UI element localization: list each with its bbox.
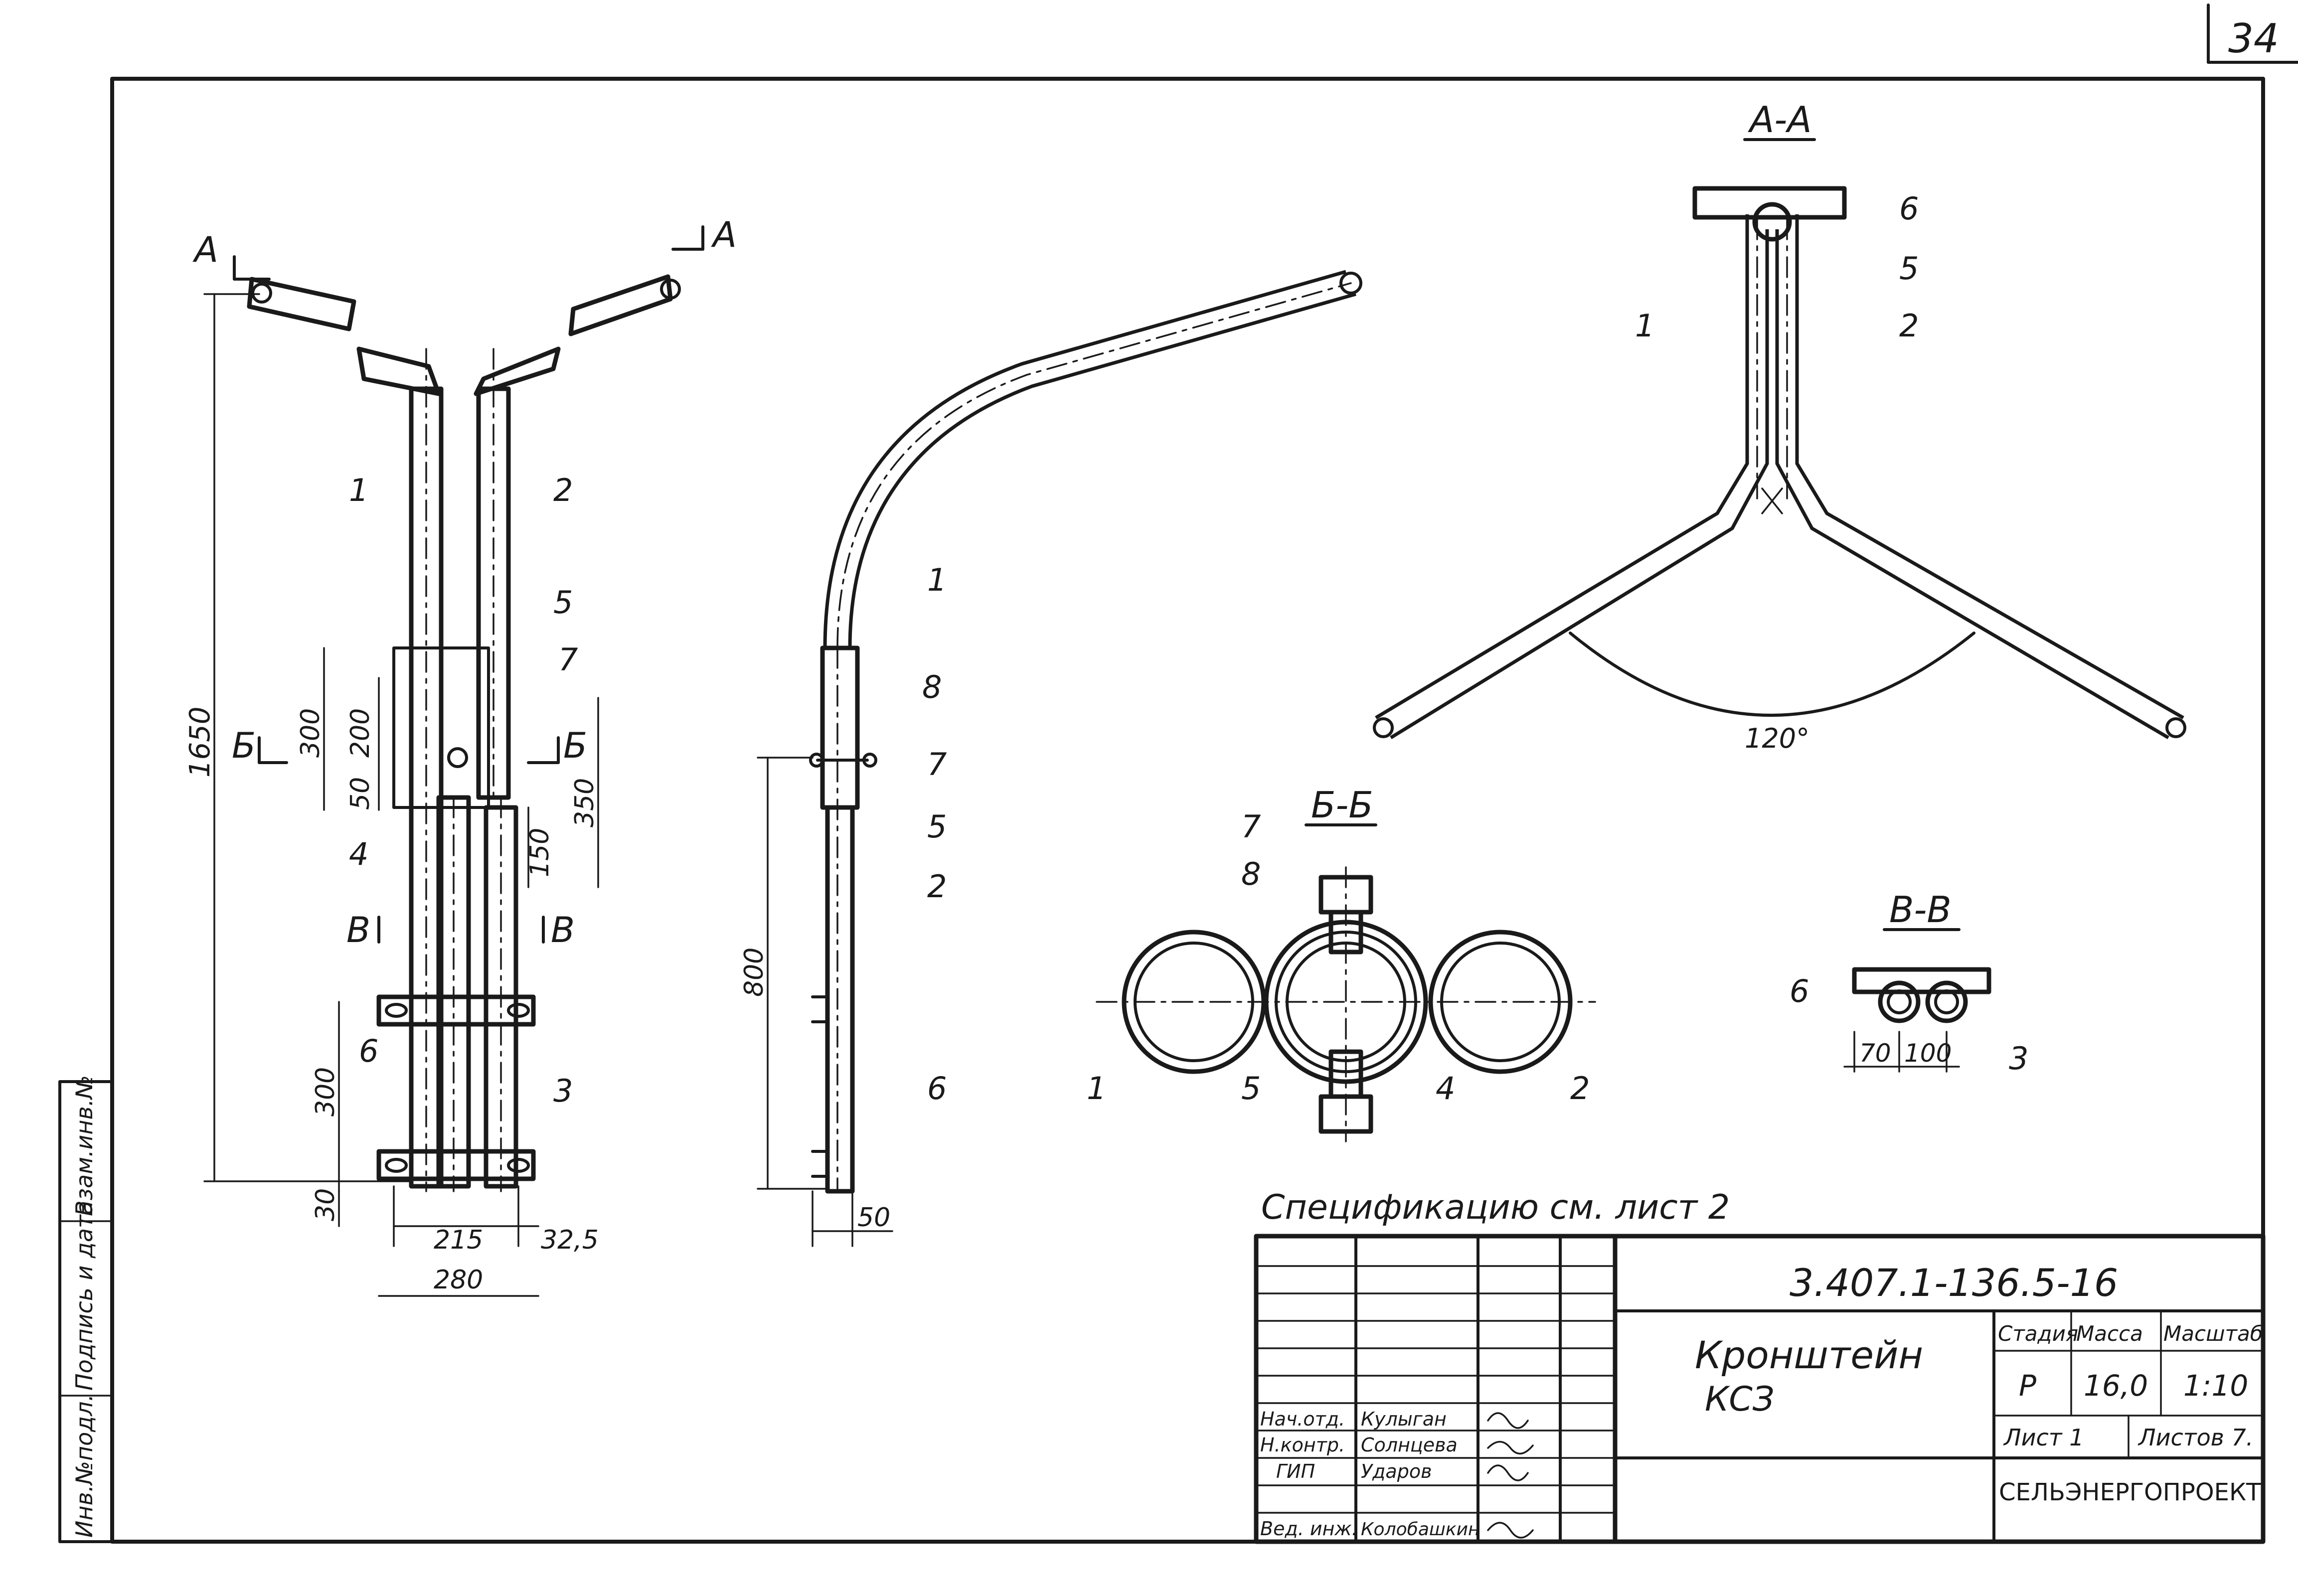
cut-v-right-label: В bbox=[551, 910, 575, 951]
aa-part-5: 5 bbox=[1899, 250, 1919, 287]
side-part-2: 2 bbox=[927, 868, 947, 905]
role-name-2: Ударов bbox=[1361, 1460, 1432, 1482]
cut-a-right-label: А bbox=[711, 214, 737, 255]
role-0: Нач.отд. bbox=[1260, 1408, 1345, 1430]
header-stage: Стадия bbox=[1998, 1321, 2078, 1346]
value-scale: 1:10 bbox=[2183, 1369, 2248, 1403]
section-bb-title: Б-Б bbox=[1311, 784, 1373, 826]
page-number: 34 bbox=[2228, 15, 2279, 62]
front-pipes bbox=[392, 348, 518, 1192]
item-name-line1: Кронштейн bbox=[1695, 1333, 1923, 1377]
signatures bbox=[1487, 1412, 1534, 1539]
cut-b-left-label: Б bbox=[232, 725, 256, 766]
role-1: Н.контр. bbox=[1260, 1434, 1345, 1456]
dim-32-5: 32,5 bbox=[541, 1225, 599, 1255]
title-block: 3.407.1-136.5-16 Кронштейн КСЗ Стадия Ма… bbox=[1254, 1234, 2266, 1544]
front-dimensions bbox=[203, 293, 599, 1297]
organization: СЕЛЬЭНЕРГОПРОЕКТ bbox=[1999, 1478, 2261, 1506]
header-mass: Масса bbox=[2076, 1321, 2143, 1346]
role-2: ГИП bbox=[1276, 1460, 1315, 1482]
section-aa-title: А-А bbox=[1748, 99, 1812, 141]
front-part-6: 6 bbox=[359, 1033, 378, 1069]
section-vv-title: В-В bbox=[1889, 889, 1952, 931]
side-dim-50: 50 bbox=[857, 1203, 890, 1233]
front-plates bbox=[376, 994, 536, 1181]
front-part-2: 2 bbox=[553, 472, 573, 508]
aa-part-6: 6 bbox=[1899, 190, 1919, 227]
dim-30: 30 bbox=[311, 1188, 340, 1221]
bb-part-8: 8 bbox=[1241, 856, 1261, 892]
section-bb: Б-Б 7 8 1 5 4 2 bbox=[1087, 784, 1596, 1142]
dim-300a: 300 bbox=[296, 708, 326, 758]
aa-part-2: 2 bbox=[1899, 308, 1919, 344]
front-view: А А Б Б В В 1 2 5 7 4 6 3 1650 300 200 5… bbox=[184, 214, 737, 1297]
drawing-code: 3.407.1-136.5-16 bbox=[1790, 1261, 2118, 1305]
side-stamp-inv: Инв.№подл. bbox=[71, 1394, 98, 1538]
role-name-1: Солнцева bbox=[1361, 1434, 1458, 1456]
side-part-1: 1 bbox=[927, 562, 947, 598]
cut-a-left-label: А bbox=[192, 229, 218, 270]
value-mass: 16,0 bbox=[2084, 1369, 2148, 1403]
vv-dim-100: 100 bbox=[1904, 1039, 1952, 1068]
side-part-7: 7 bbox=[927, 746, 947, 783]
value-stage: Р bbox=[2019, 1369, 2036, 1403]
dim-200: 200 bbox=[345, 708, 375, 758]
spec-note: Спецификацию см. лист 2 bbox=[1261, 1188, 1730, 1227]
side-stamp-vzam: Взам.инв.№ bbox=[71, 1075, 98, 1216]
front-upper-arms bbox=[247, 274, 681, 396]
vv-part-3: 3 bbox=[2009, 1040, 2028, 1077]
sheet-frame bbox=[110, 3, 2298, 1544]
section-vv: В-В 6 3 70 100 bbox=[1790, 889, 2028, 1077]
bb-part-4: 4 bbox=[1436, 1070, 1455, 1107]
role-3: Вед. инж. bbox=[1260, 1518, 1358, 1540]
side-part-8: 8 bbox=[922, 669, 942, 705]
side-view: 1 8 7 5 2 6 800 50 bbox=[739, 270, 1362, 1247]
cut-v-left-label: В bbox=[346, 910, 370, 951]
bb-part-5: 5 bbox=[1241, 1070, 1261, 1107]
side-dim-800: 800 bbox=[739, 948, 769, 997]
front-part-5: 5 bbox=[553, 584, 573, 621]
dim-1650: 1650 bbox=[184, 706, 216, 778]
item-name-line2: КСЗ bbox=[1705, 1380, 1774, 1419]
vv-dim-70: 70 bbox=[1859, 1039, 1891, 1068]
cut-b-right-label: Б bbox=[563, 725, 587, 766]
vv-part-6: 6 bbox=[1790, 973, 1809, 1009]
role-name-3: Колобашкин bbox=[1361, 1519, 1480, 1540]
side-part-6: 6 bbox=[927, 1070, 947, 1107]
side-stamp: Взам.инв.№ Подпись и дата Инв.№подл. bbox=[58, 1075, 114, 1543]
dim-350: 350 bbox=[570, 778, 600, 827]
front-part-4: 4 bbox=[349, 836, 368, 872]
section-aa: А-А 6 5 1 2 120° bbox=[1373, 99, 2186, 754]
sheet-label: Лист 1 bbox=[2003, 1424, 2084, 1451]
dim-150: 150 bbox=[525, 828, 555, 877]
role-name-0: Кулыган bbox=[1361, 1408, 1447, 1430]
dim-300b: 300 bbox=[311, 1067, 340, 1117]
bb-part-7: 7 bbox=[1241, 808, 1261, 845]
dim-50: 50 bbox=[345, 777, 375, 810]
aa-part-1: 1 bbox=[1635, 308, 1654, 344]
side-part-5: 5 bbox=[927, 808, 947, 845]
front-part-3: 3 bbox=[553, 1073, 573, 1109]
bb-part-1: 1 bbox=[1087, 1070, 1106, 1107]
side-stamp-sign: Подпись и дата bbox=[71, 1201, 98, 1391]
sheets-label: Листов 7. bbox=[2137, 1424, 2253, 1451]
front-part-1: 1 bbox=[349, 472, 368, 508]
dim-215: 215 bbox=[434, 1225, 483, 1255]
aa-angle: 120° bbox=[1745, 723, 1809, 754]
header-scale: Масштаб bbox=[2163, 1321, 2263, 1346]
bb-part-2: 2 bbox=[1570, 1070, 1590, 1107]
dim-280: 280 bbox=[434, 1265, 483, 1295]
front-part-7: 7 bbox=[558, 641, 578, 678]
front-cut-markers bbox=[233, 225, 704, 944]
